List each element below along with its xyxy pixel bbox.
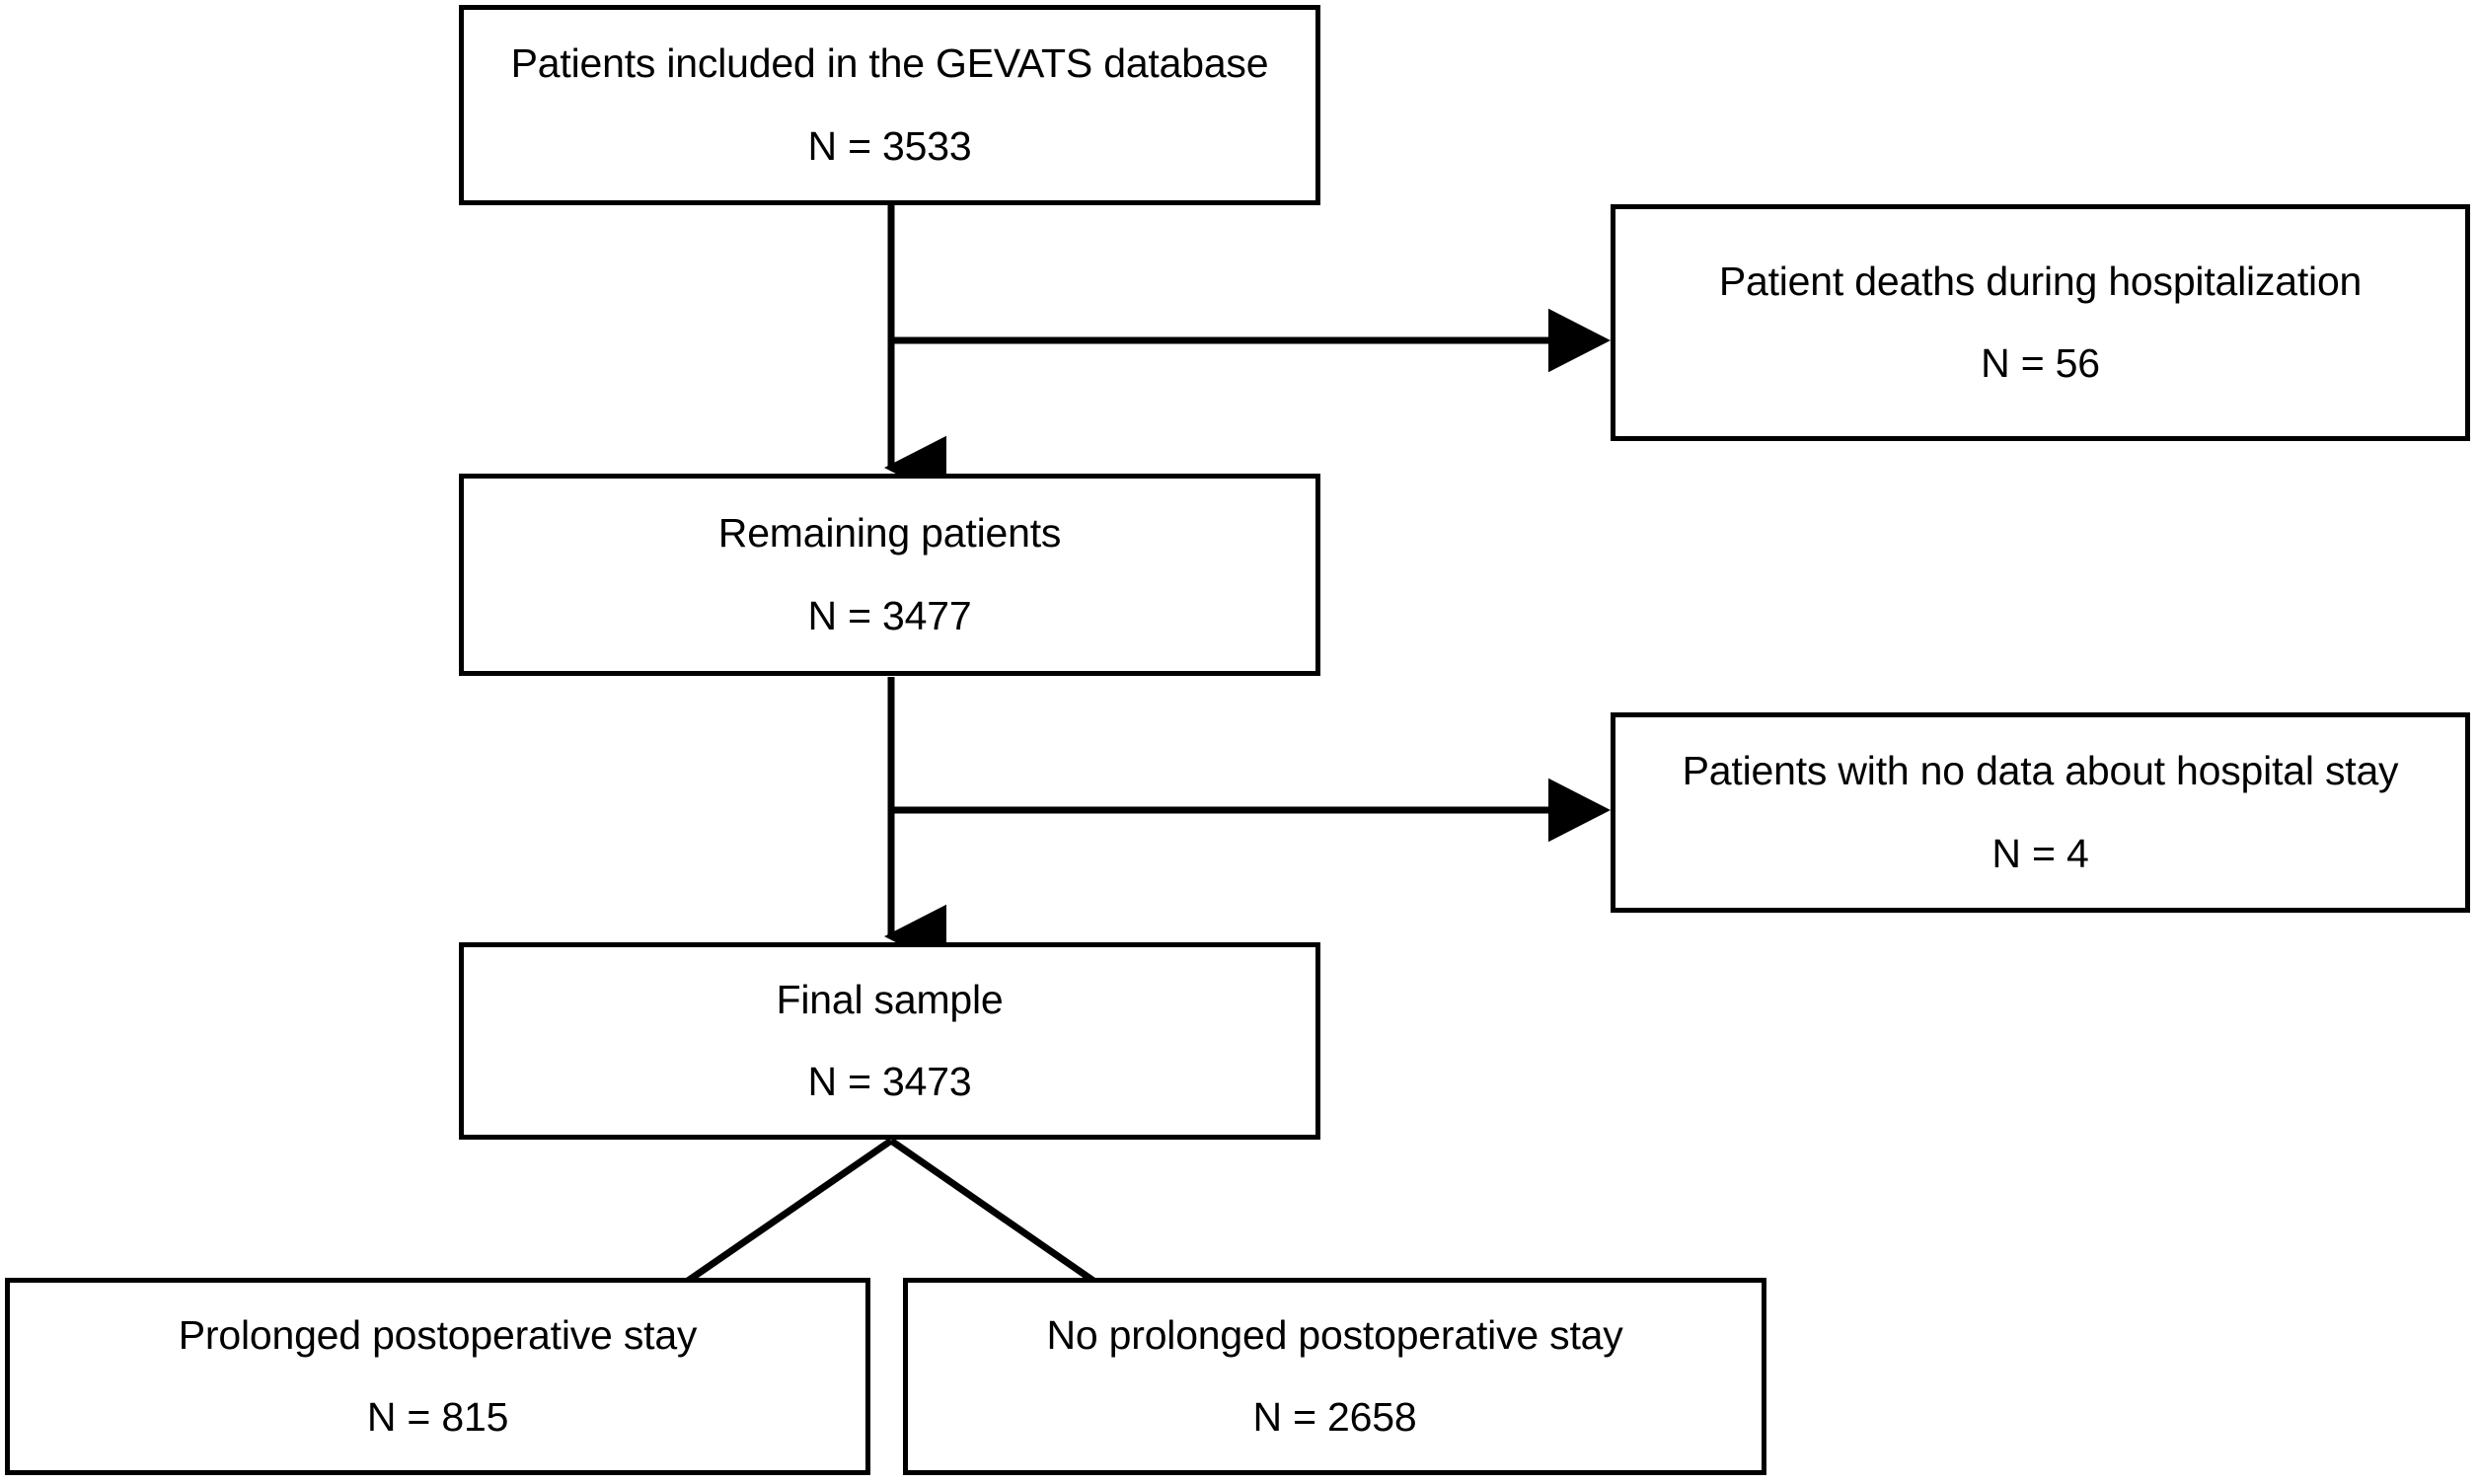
node-not-prolonged-title: No prolonged postoperative stay: [1046, 1311, 1623, 1358]
node-prolonged-count: N = 815: [366, 1394, 509, 1440]
node-remaining-patients: Remaining patients N = 3477: [459, 474, 1320, 676]
node-remaining-title: Remaining patients: [717, 510, 1062, 556]
node-excluded-no-data: Patients with no data about hospital sta…: [1611, 712, 2470, 913]
node-prolonged-stay: Prolonged postoperative stay N = 815: [5, 1278, 870, 1475]
node-remaining-count: N = 3477: [807, 592, 972, 638]
node-final-count: N = 3473: [807, 1059, 972, 1104]
node-source-population: Patients included in the GEVATS database…: [459, 5, 1320, 205]
node-source-title: Patients included in the GEVATS database: [510, 40, 1269, 87]
node-no-data-count: N = 4: [1991, 830, 2089, 876]
node-excluded-deaths: Patient deaths during hospitalization N …: [1611, 204, 2470, 441]
node-deaths-title: Patient deaths during hospitalization: [1718, 258, 2363, 304]
node-final-title: Final sample: [776, 976, 1004, 1022]
node-no-data-title: Patients with no data about hospital sta…: [1682, 748, 2399, 794]
node-prolonged-title: Prolonged postoperative stay: [178, 1311, 698, 1358]
node-deaths-count: N = 56: [1981, 340, 2100, 386]
node-source-count: N = 3533: [807, 122, 972, 169]
node-not-prolonged-count: N = 2658: [1252, 1394, 1417, 1440]
node-no-prolonged-stay: No prolonged postoperative stay N = 2658: [903, 1278, 1766, 1475]
node-final-sample: Final sample N = 3473: [459, 942, 1320, 1140]
